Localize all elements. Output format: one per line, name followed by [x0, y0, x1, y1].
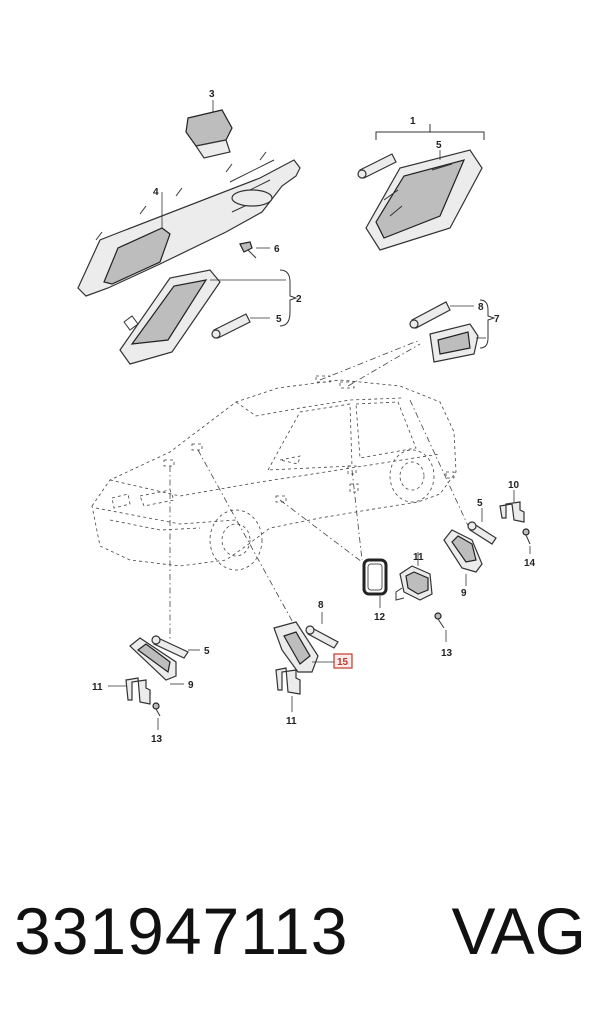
callout-5d: 5 [477, 498, 483, 509]
callout-5a: 5 [276, 314, 282, 325]
part-5-bulb-d [467, 508, 497, 545]
car-outline [91, 375, 457, 571]
callout-2: 2 [296, 294, 302, 305]
part-15-door-lamp [273, 621, 334, 673]
callout-13b: 13 [441, 648, 453, 659]
callout-8a: 8 [478, 302, 484, 313]
callout-10: 10 [508, 480, 520, 491]
part-13-screw-b [434, 612, 447, 642]
callout-14: 14 [524, 558, 536, 569]
part-5-bulb-c [151, 635, 200, 659]
callout-3: 3 [209, 89, 215, 100]
callout-7: 7 [494, 314, 500, 325]
callout-11c: 11 [413, 552, 424, 563]
part-10-bracket [499, 490, 525, 523]
callout-9a: 9 [188, 680, 194, 691]
callout-15: 15 [337, 657, 349, 668]
part-13-screw-a [152, 702, 161, 730]
part-12-seal [362, 558, 388, 608]
parts-exploded-diagram: 3 4 6 5 2 1 5 [77, 89, 536, 745]
part-8-bulb-b [305, 612, 339, 649]
part-5-bulb-a [211, 313, 270, 339]
part-11-bracket-b [275, 667, 301, 712]
part-5-bulb-b [357, 153, 397, 179]
brand-label: VAG [451, 894, 586, 968]
part-11-switch-bracket [395, 552, 433, 601]
callout-15-box [333, 653, 353, 669]
part-3-switch-unit [185, 100, 233, 159]
part-4-roof-console [77, 151, 301, 297]
car-leader-lines [169, 339, 471, 640]
part-6-screw [239, 241, 270, 259]
callout-5c: 5 [204, 646, 210, 657]
part-1-reading-lamp [365, 149, 483, 251]
callout-12: 12 [374, 612, 386, 623]
callout-6: 6 [274, 244, 280, 255]
part-9-lamp-a [129, 637, 184, 685]
part-9-lamp-b [443, 529, 483, 586]
part-2-interior-lamp [119, 269, 286, 365]
callout-11b: 11 [286, 716, 297, 727]
part-number: 331947113 [14, 894, 349, 968]
callout-5b: 5 [436, 140, 442, 151]
callout-11a: 11 [92, 682, 103, 693]
bracket-2 [279, 269, 298, 327]
callout-4: 4 [153, 187, 159, 198]
callout-8b: 8 [318, 600, 324, 611]
bracket-7 [479, 299, 496, 349]
callout-1: 1 [410, 116, 416, 127]
part-8-bulb-a [409, 301, 474, 329]
part-7-lamp [429, 323, 486, 363]
part-11-bracket-a [108, 677, 151, 705]
callout-13a: 13 [151, 734, 163, 745]
bracket-1 [375, 124, 485, 140]
callout-9b: 9 [461, 588, 467, 599]
part-14-screw [522, 528, 531, 554]
